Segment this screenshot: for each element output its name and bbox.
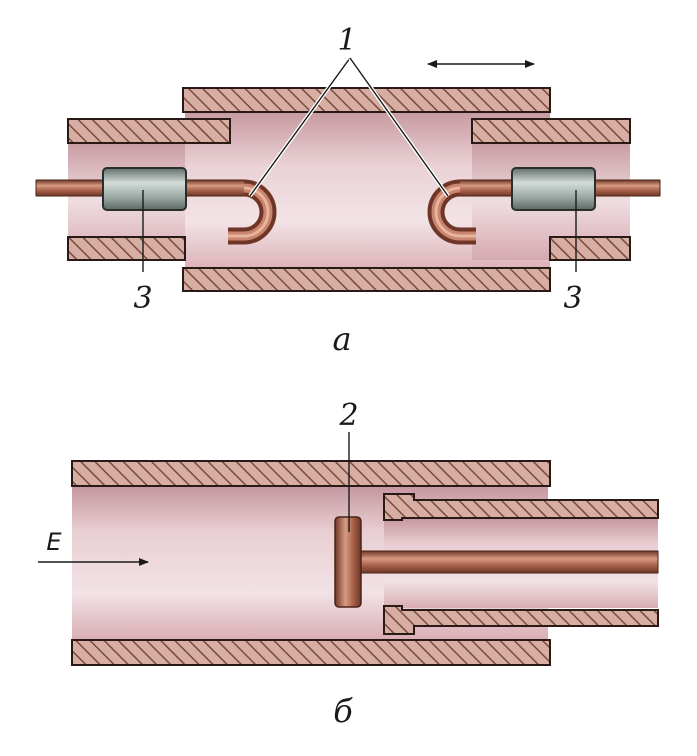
left-guide-top-wall [67, 118, 231, 144]
coax-inner-conductor [357, 550, 659, 574]
coax-outer-top-wall [383, 493, 659, 521]
probe-disc [334, 516, 362, 608]
left-connector [102, 167, 187, 211]
waveguide-bottom-wall [71, 639, 551, 666]
right-connector [511, 167, 596, 211]
left-guide-bottom-wall [67, 236, 186, 261]
probe-label: 2 [338, 398, 358, 433]
right-guide-top-wall [471, 118, 631, 144]
figure-b: 2 E б [38, 398, 659, 730]
center-guide-top-wall [182, 87, 551, 113]
coax-outer-bottom-wall [383, 605, 659, 635]
waveguide-top-wall [71, 460, 551, 487]
center-guide-bottom-wall [182, 267, 551, 292]
right-guide-bottom-wall [549, 236, 631, 261]
loop-label: 1 [337, 23, 356, 58]
field-label: E [46, 528, 62, 556]
figure-a: 1 3 3 а [35, 23, 661, 358]
figure-b-caption: б [333, 692, 353, 730]
right-connector-label: 3 [563, 281, 582, 316]
left-connector-label: 3 [133, 281, 152, 316]
figure-a-caption: а [332, 320, 351, 358]
